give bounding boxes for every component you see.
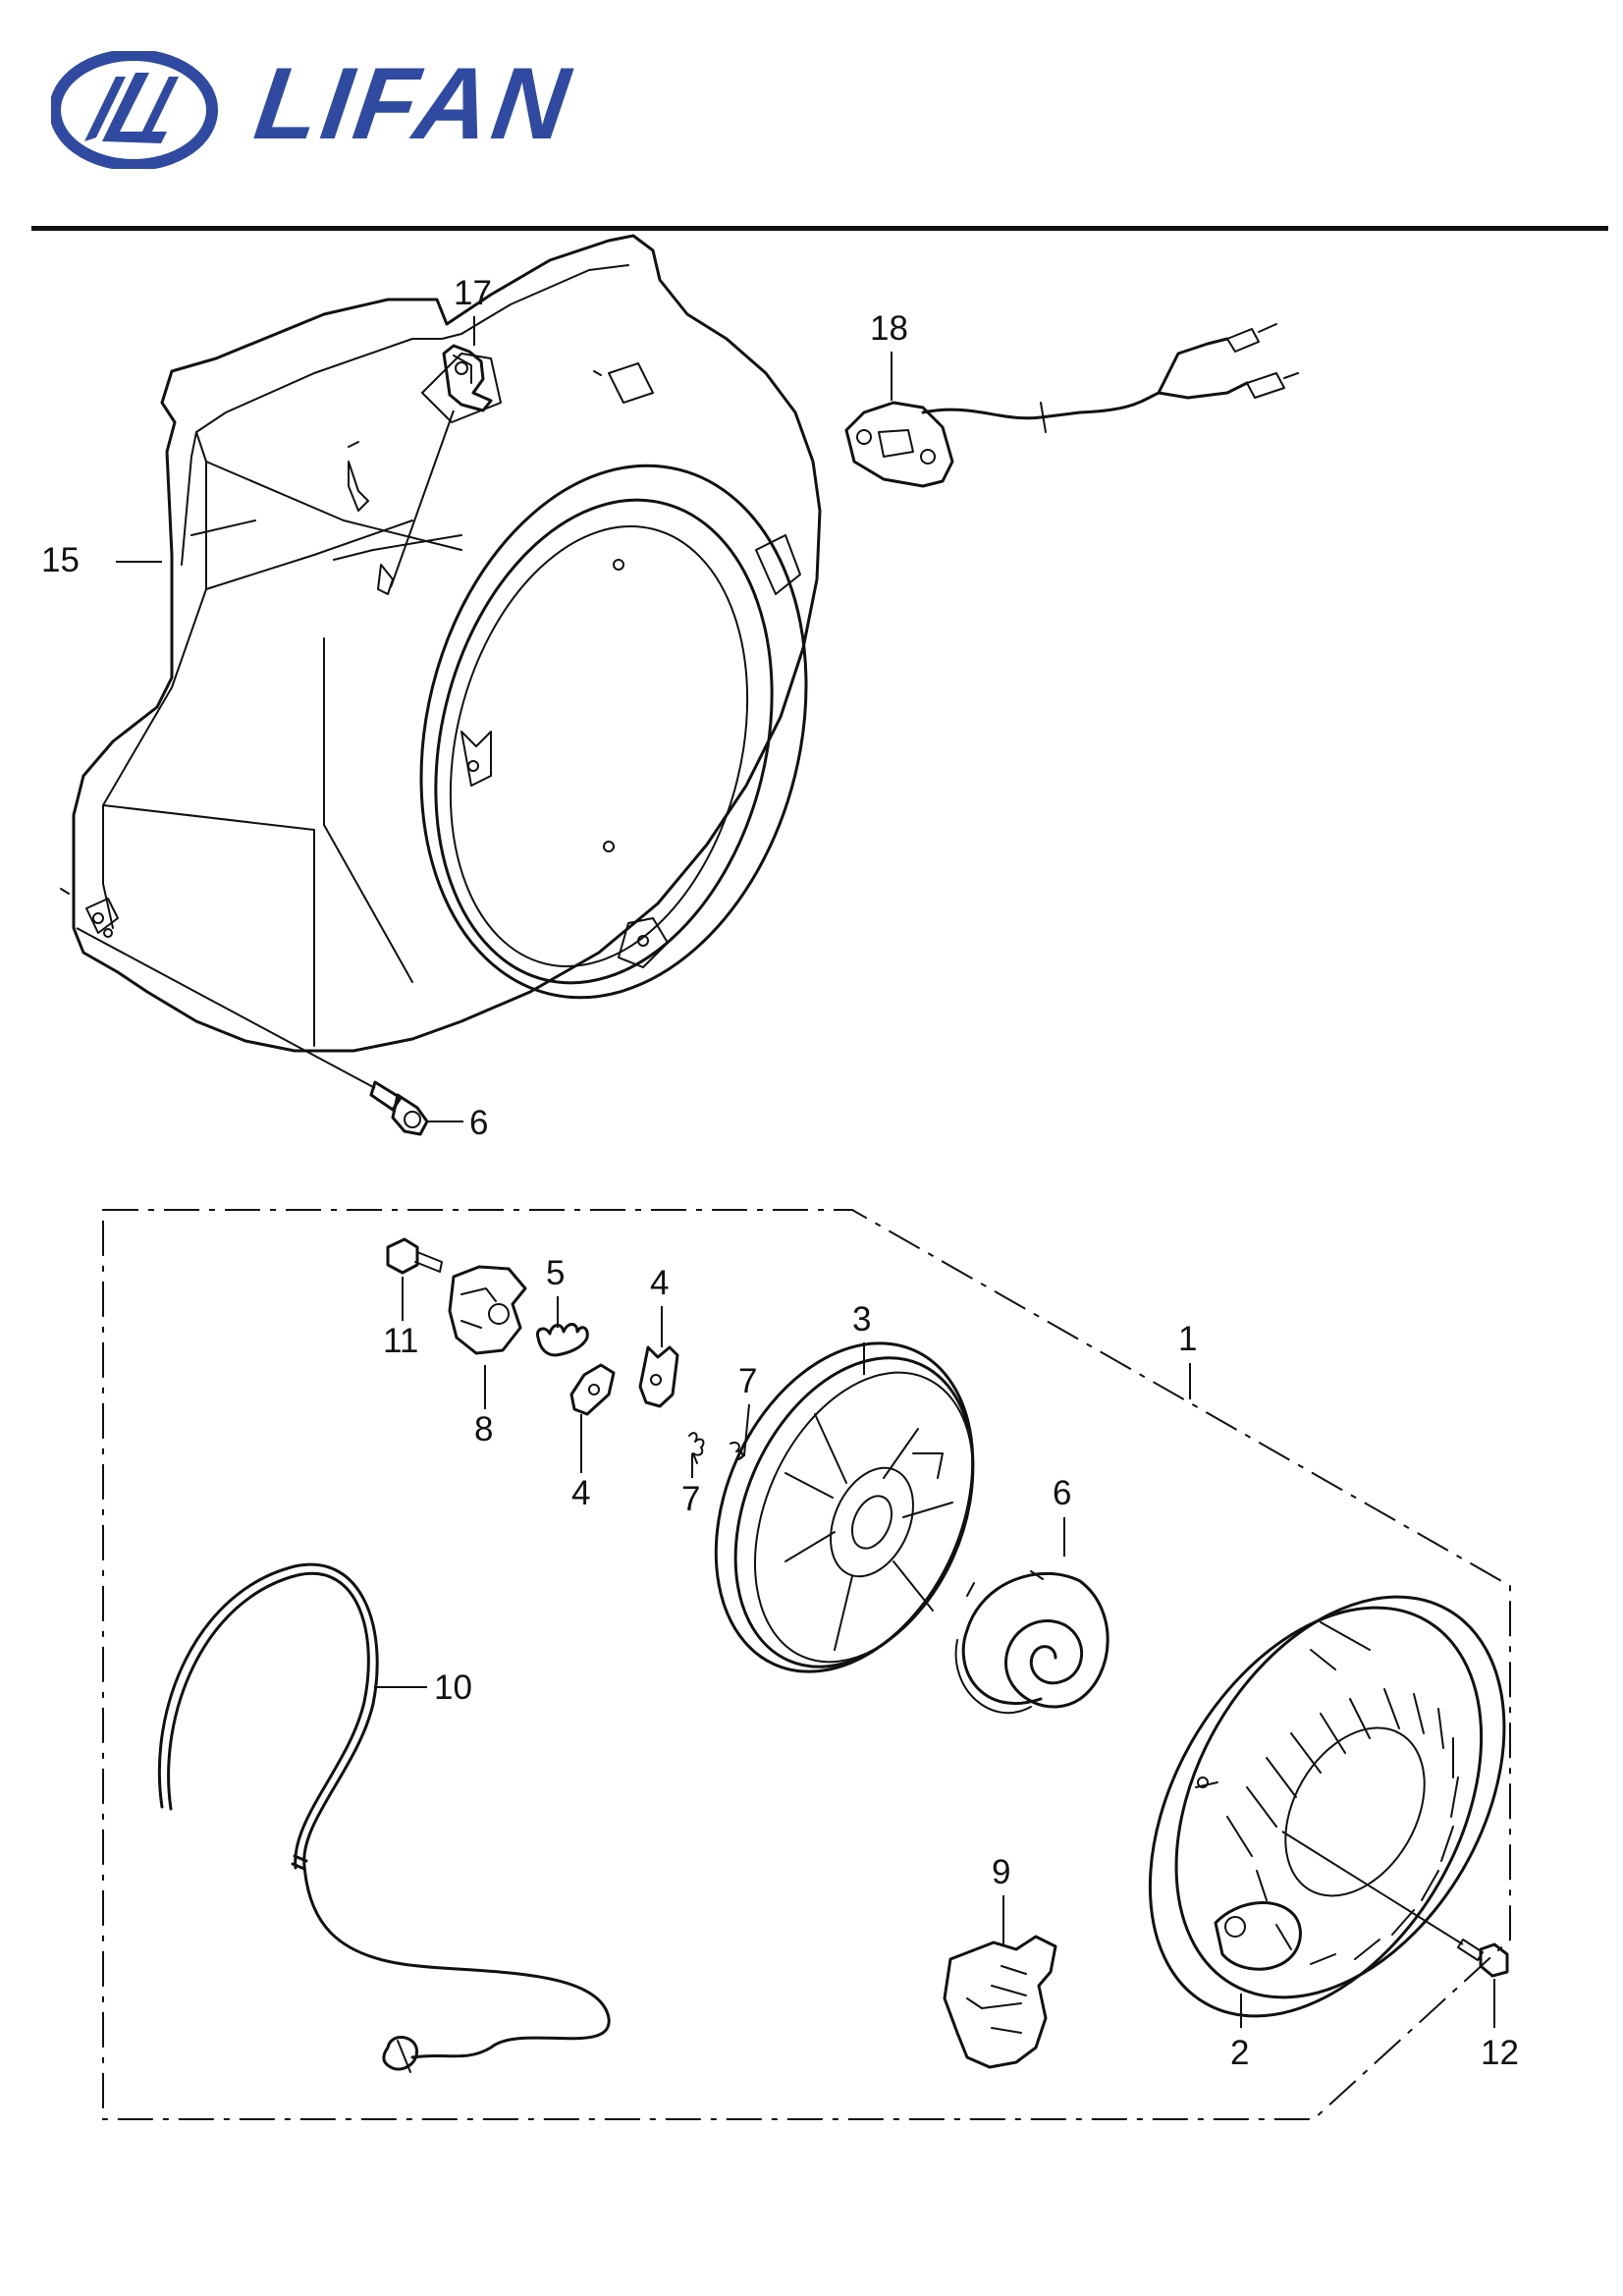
- callout-12: 12: [1481, 2034, 1519, 2072]
- header: LIFAN: [0, 0, 1623, 236]
- bolt-icon: [386, 1237, 443, 1275]
- callout-7a: 7: [738, 1362, 757, 1400]
- callout-8: 8: [474, 1410, 493, 1449]
- callout-2: 2: [1230, 2034, 1249, 2072]
- header-divider: [31, 226, 1608, 231]
- flange-bolt-icon: [369, 1080, 429, 1136]
- friction-plate-icon: [448, 1265, 527, 1355]
- lifan-logo-icon: [51, 51, 218, 169]
- spiral-spring-icon: [954, 1570, 1109, 1714]
- callout-6a: 6: [469, 1104, 488, 1142]
- assembly-boundary: [102, 1209, 1511, 2120]
- recoil-starter-case-icon: [1148, 1595, 1506, 2018]
- callout-5: 5: [546, 1254, 565, 1292]
- clip-icon: [442, 344, 493, 412]
- leader-17-ref: [390, 410, 455, 588]
- ratchet-pawl-icon: [569, 1363, 616, 1416]
- starter-grip-icon: [943, 1935, 1057, 2069]
- callout-7b: 7: [681, 1480, 700, 1518]
- leader-12-axis: [1281, 1831, 1464, 1945]
- spring-icon: [536, 1323, 589, 1357]
- starter-rope-icon: [157, 1562, 611, 2073]
- ratchet-pawl-icon: [638, 1345, 679, 1408]
- leader-7a: [743, 1403, 750, 1456]
- reel-icon: [714, 1341, 975, 1673]
- callout-11: 11: [383, 1322, 418, 1360]
- callout-1: 1: [1178, 1320, 1197, 1358]
- callout-3: 3: [852, 1300, 871, 1339]
- callout-6b: 6: [1053, 1474, 1071, 1512]
- callout-18: 18: [870, 309, 908, 348]
- small-spring-icon: [688, 1432, 745, 1464]
- callout-9: 9: [992, 1853, 1010, 1891]
- callout-4b: 4: [571, 1474, 590, 1512]
- callout-4a: 4: [650, 1264, 669, 1302]
- oil-sensor-harness-icon: [844, 323, 1299, 488]
- fan-cover-icon: [60, 234, 822, 1053]
- callout-15: 15: [41, 541, 80, 579]
- bolt-icon: [1457, 1939, 1509, 1978]
- callout-10: 10: [434, 1668, 472, 1707]
- leader-6-axis: [76, 927, 376, 1089]
- callout-17: 17: [454, 274, 492, 312]
